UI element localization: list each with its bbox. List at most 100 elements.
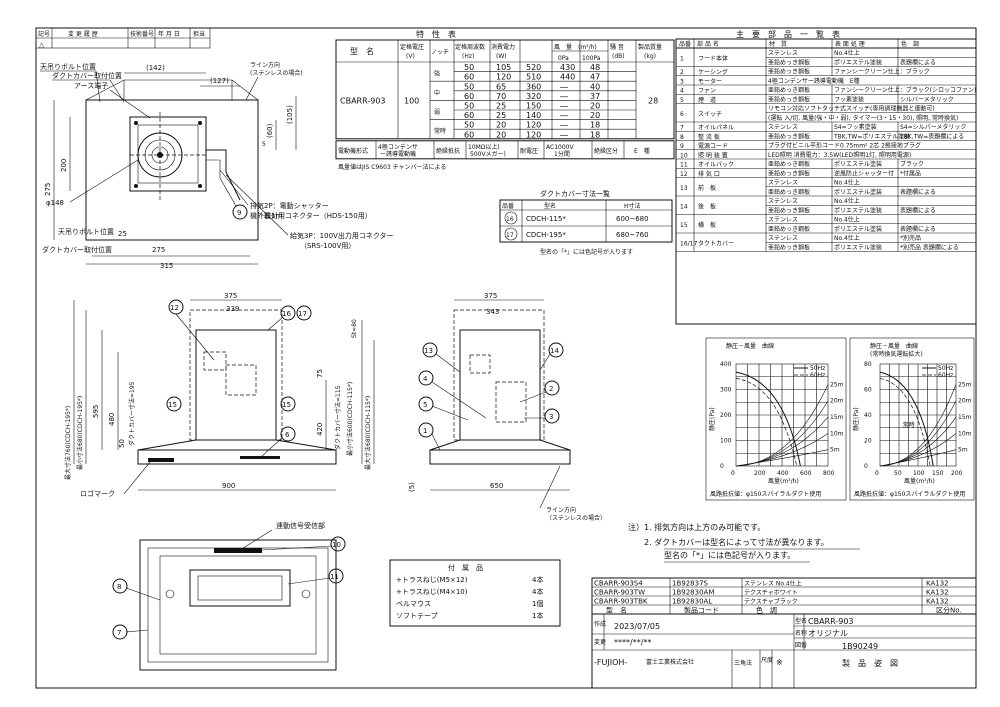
part-color-6-0: S4=シルバーメタリック [900,123,966,131]
part-mat-12-1: 亜鉛めっき鋼板 [768,188,810,196]
a100-2: ― [560,82,568,91]
side-duct-cover [459,329,541,441]
callout-10 [330,536,346,552]
xtick-1-4: 200 [951,470,963,477]
dim-200: 200 [60,159,68,172]
notes: 注）1. 排気方向は上方のみ可能です。 2. ダクトカバーは型名によって寸法が異… [628,522,860,563]
w-4: 25 [496,102,506,111]
label-earth: アース端子 [74,81,108,90]
ylabel-0: 静圧(Pa) [708,407,716,431]
svg-text:6: 6 [285,431,290,439]
xlabel-1: 風量(m³/h) [904,478,935,485]
rev-h1: 変 更 履 歴 [68,30,98,38]
part-surf-7-0: TBK,TW=ポリエステル塗装 [833,132,910,140]
a100-0: 430 [560,63,575,72]
label-line-dir-sub: (ステンレスの場合) [250,69,303,77]
hz-7: 60 [464,130,474,139]
part-no-12: 13 [680,185,688,192]
part-mat-4-0: 亜鉛めっき鋼板 [768,95,810,103]
tb-made-label: 作成 [594,620,606,628]
part-name-15: タクトカバー [698,239,734,247]
part-mat-12-0: ステンレス [768,180,798,187]
class-label: 絶縁区分 [594,147,618,155]
part-name-3: ファン [698,88,716,95]
callout-14 [548,342,564,358]
part-no-6: 7 [680,125,684,132]
tb-class-0: KA132 [926,580,949,588]
part-surf-10-0: ポリエステル塗装 [834,160,882,168]
part-color-11-0: *付属品 [900,169,921,177]
graph-frame-0 [705,337,847,501]
label-ceiling-bolt-2: 天吊りボルト位置 [58,227,114,236]
tb-drawing-label: 図番 [795,642,807,649]
motor-label: 電動機形式 [338,147,368,155]
part-no-5: 6 [680,111,684,118]
svg-text:8: 8 [117,583,121,591]
tb-header-1: 製品コード [684,606,719,615]
dim-275: 275 [44,183,52,196]
acc-qty-2: 1個 [532,599,543,608]
hz-1: 60 [464,73,474,82]
rev-h4: 担当 [193,30,205,38]
tb-color-2: テクスチャブラック [744,598,798,606]
label-line-dir: ライン方向 [250,61,280,69]
rev-symbol: △ [39,41,45,49]
col-freq: 定格周波数 [455,43,485,51]
svg-text:16: 16 [282,310,291,318]
note-line-3: 型名の「*」には色記号が入ります。 [664,550,795,560]
tb-changed-date: ****/**/** [614,638,651,647]
svg-text:3: 3 [549,413,553,421]
duct-cover [195,329,277,441]
xlabel-0: 風量(m³/h) [768,478,799,485]
part-name-13: 後 板 [698,202,716,210]
dim-min-680: 最小寸法680(CDCH-195*) [76,396,84,470]
part-color-15-1: *別売品 表題欄による [900,243,959,251]
insul-value: 10MΩ以上( [468,143,500,151]
curve-0-3: 10m [830,430,844,437]
part-mat-10-0: 亜鉛めっき鋼板 [768,160,810,168]
duct-no-0: 16 [506,216,514,223]
xtick-1-1: 50 [894,470,902,477]
curve-1-3: 10m [958,430,972,437]
tb-code-1: 1B92830AM [672,589,714,597]
bottom-view-outline [139,539,337,671]
svg-text:7: 7 [117,629,121,637]
col-model: 型 名 [350,46,374,56]
part-name-5: スイッチ [698,111,722,118]
notch-4: 弱 [434,109,440,116]
part-surf-14-0: No.4仕上 [834,216,860,224]
dim-duct-115: ダクトカバー寸法=115 [334,385,342,450]
db-3: 37 [590,92,600,101]
callout-15-right [280,396,296,412]
col-air-0pa: 0Pa [558,55,569,62]
curve-1-0: 25m [958,381,972,388]
tb-model-value: CBARR-903 [808,617,854,626]
dim-side-343: 343 [486,308,499,316]
a100-4: ― [560,102,568,111]
sheet-border [35,27,977,689]
label-interlock-sub: （SRS-100V用） [300,242,355,250]
part-name-7: 整 流 板 [698,133,720,141]
a0-2: 360 [526,82,541,91]
tb-drawing-no: 1B90249 [842,642,878,651]
tb-class-1: KA132 [926,589,949,597]
callout-6 [280,426,296,442]
acc-qty-0: 4本 [532,575,543,584]
part-surf-0-0: No.4仕上 [834,49,860,57]
ytick-1-2: 40 [864,412,872,419]
label-exhaust: 排気2P：電動シャッター [250,201,329,210]
label-duct-mount-2: ダクトカバー取付位置 [42,245,112,254]
duct-title: ダクトカバー寸法一覧 [540,189,610,198]
part-surf-13-0: No.4仕上 [834,197,860,205]
svg-text:9: 9 [237,209,241,217]
part-surf-13-1: ポリエステル塗装 [834,206,882,214]
duct-h1: 型名 [544,202,556,210]
ytick-0-0: 0 [720,463,724,470]
hood-body-side [429,449,571,465]
parts-h3: 表 面 処 理 [835,40,865,48]
dim-min-600: 最小寸法600(CDCH-115*) [346,382,354,456]
part-no-7: 8 [680,134,684,141]
col-noise-unit: (dB) [612,53,625,60]
